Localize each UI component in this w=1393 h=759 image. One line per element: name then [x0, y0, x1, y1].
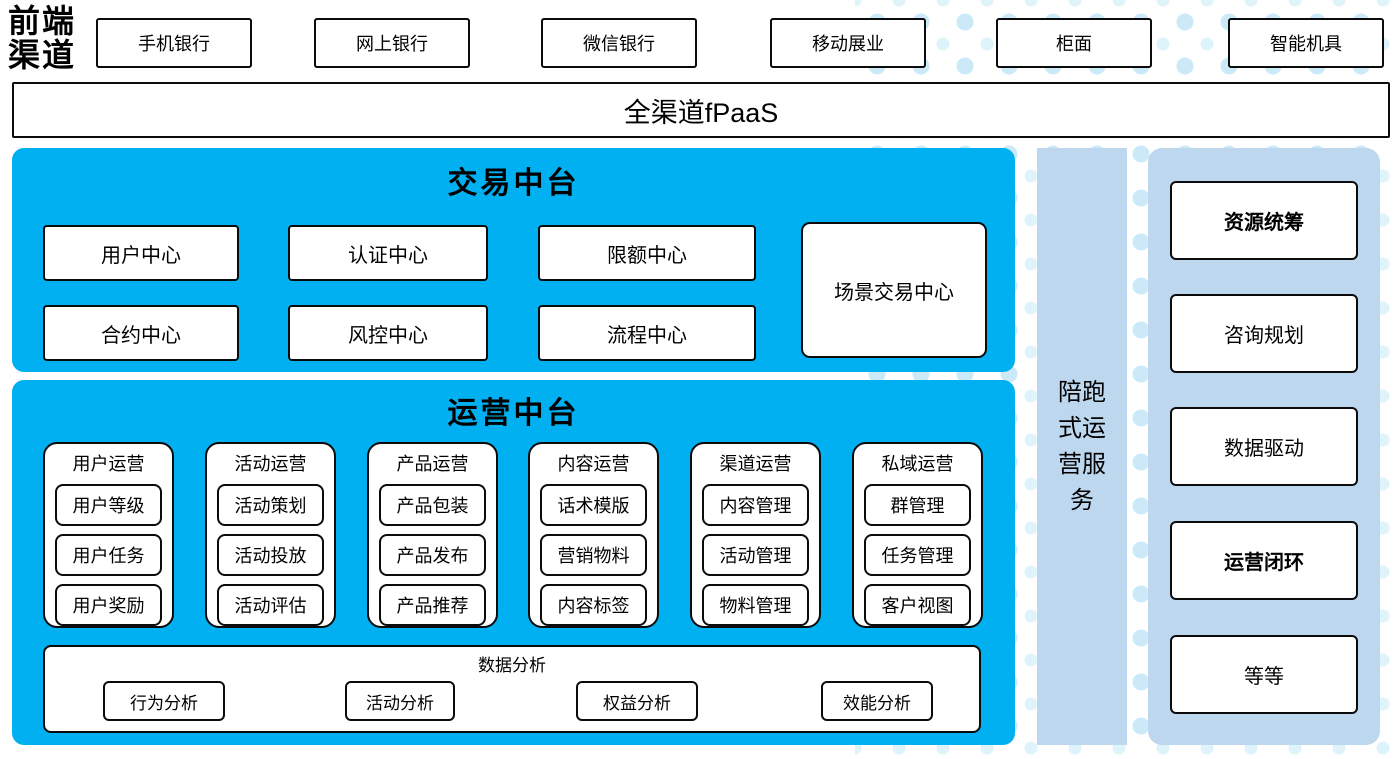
op-group-title: 内容运营: [557, 454, 630, 474]
op-group-content-operation: 内容运营 话术模版 营销物料 内容标签: [528, 442, 659, 628]
accompanying-operation-service-label: 陪跑式运营服务: [1058, 378, 1106, 514]
center-box-risk-control: 风控中心: [288, 305, 488, 361]
op-item: 活动策划: [217, 484, 324, 526]
service-panel: 资源统筹 咨询规划 数据驱动 运营闭环 等等: [1148, 148, 1380, 745]
op-item: 用户等级: [55, 484, 162, 526]
fpaas-bar: 全渠道fPaaS: [12, 82, 1390, 138]
analysis-box-activity: 活动分析: [345, 681, 455, 721]
op-item: 用户任务: [55, 534, 162, 576]
service-box-data-driven: 数据驱动: [1170, 407, 1358, 486]
accompanying-operation-service-bar: 陪跑式运营服务: [1037, 148, 1127, 745]
op-item: 产品包装: [379, 484, 486, 526]
transaction-platform-title: 交易中台: [447, 167, 580, 200]
op-group-product-operation: 产品运营 产品包装 产品发布 产品推荐: [367, 442, 498, 628]
front-channels-label: 前端渠道: [8, 3, 77, 73]
analysis-box-behavior: 行为分析: [103, 681, 225, 721]
op-item: 话术模版: [540, 484, 647, 526]
op-group-title: 用户运营: [72, 454, 145, 474]
center-box-limit: 限额中心: [538, 225, 756, 281]
channel-box-mobile-banking: 手机银行: [96, 18, 252, 68]
channel-box-mobile-marketing: 移动展业: [770, 18, 926, 68]
op-item: 活动评估: [217, 584, 324, 626]
op-group-title: 私域运营: [881, 454, 954, 474]
transaction-platform-panel: 交易中台 用户中心 认证中心 限额中心 合约中心 风控中心 流程中心 场景交易中…: [12, 148, 1015, 372]
op-item: 内容管理: [702, 484, 809, 526]
op-item: 物料管理: [702, 584, 809, 626]
op-item: 用户奖励: [55, 584, 162, 626]
op-group-user-operation: 用户运营 用户等级 用户任务 用户奖励: [43, 442, 174, 628]
channel-box-wechat-banking: 微信银行: [541, 18, 697, 68]
operation-platform-panel: 运营中台 用户运营 用户等级 用户任务 用户奖励 活动运营 活动策划 活动投放 …: [12, 380, 1015, 745]
op-group-private-domain-operation: 私域运营 群管理 任务管理 客户视图: [852, 442, 983, 628]
center-box-scenario-transaction: 场景交易中心: [801, 222, 987, 358]
channel-box-counter: 柜面: [996, 18, 1152, 68]
op-item: 活动投放: [217, 534, 324, 576]
center-box-user: 用户中心: [43, 225, 239, 281]
analysis-box-rights: 权益分析: [576, 681, 698, 721]
analysis-box-efficiency: 效能分析: [821, 681, 933, 721]
op-group-title: 活动运营: [234, 454, 307, 474]
op-group-channel-operation: 渠道运营 内容管理 活动管理 物料管理: [690, 442, 821, 628]
service-box-resource-coordination: 资源统筹: [1170, 181, 1358, 260]
operation-platform-title: 运营中台: [447, 397, 580, 430]
op-item: 客户视图: [864, 584, 971, 626]
center-box-process: 流程中心: [538, 305, 756, 361]
channel-box-online-banking: 网上银行: [314, 18, 470, 68]
center-box-authentication: 认证中心: [288, 225, 488, 281]
service-box-consulting-planning: 咨询规划: [1170, 294, 1358, 373]
op-item: 任务管理: [864, 534, 971, 576]
service-box-etc: 等等: [1170, 635, 1358, 714]
op-item: 内容标签: [540, 584, 647, 626]
channel-box-smart-devices: 智能机具: [1228, 18, 1384, 68]
op-group-title: 渠道运营: [719, 454, 792, 474]
op-group-activity-operation: 活动运营 活动策划 活动投放 活动评估: [205, 442, 336, 628]
op-group-title: 产品运营: [396, 454, 469, 474]
data-analysis-box: 数据分析 行为分析 活动分析 权益分析 效能分析: [43, 645, 981, 733]
op-item: 产品推荐: [379, 584, 486, 626]
center-box-contract: 合约中心: [43, 305, 239, 361]
data-analysis-title: 数据分析: [478, 656, 546, 675]
op-item: 产品发布: [379, 534, 486, 576]
op-item: 活动管理: [702, 534, 809, 576]
op-item: 营销物料: [540, 534, 647, 576]
service-box-operation-closed-loop: 运营闭环: [1170, 521, 1358, 600]
op-item: 群管理: [864, 484, 971, 526]
